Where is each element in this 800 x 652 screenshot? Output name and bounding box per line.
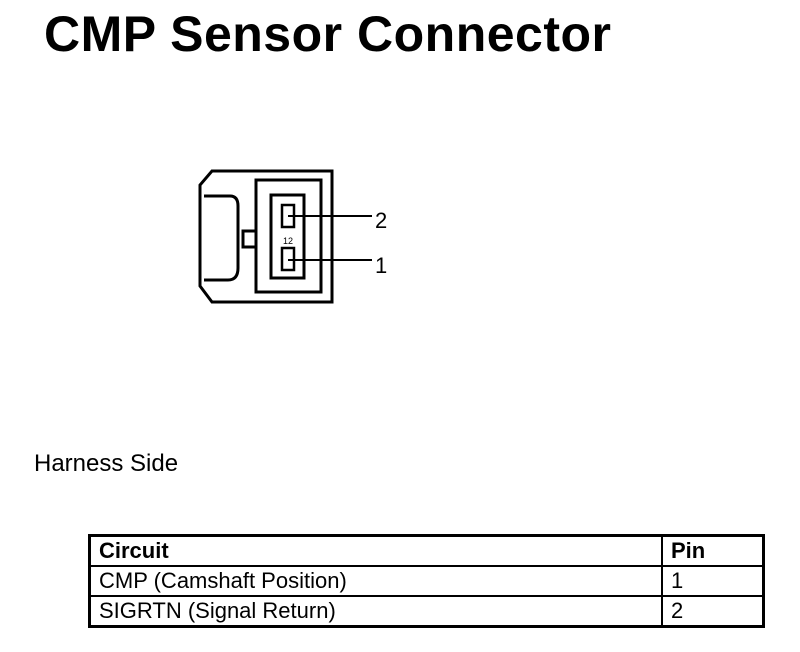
pin-1-label: 1 xyxy=(375,253,387,278)
pin-cell: 1 xyxy=(661,565,765,597)
circuit-cell: CMP (Camshaft Position) xyxy=(88,565,663,597)
pin-cell: 2 xyxy=(661,595,765,628)
circuit-cell: SIGRTN (Signal Return) xyxy=(88,595,663,628)
connector-key xyxy=(241,229,258,249)
table-header-row: Circuit Pin xyxy=(88,534,765,567)
pinout-table: Circuit Pin CMP (Camshaft Position) 1 SI… xyxy=(88,534,765,628)
column-header-circuit: Circuit xyxy=(88,534,663,567)
connector-latch xyxy=(204,194,240,282)
pin-cavity-block xyxy=(269,193,306,280)
connector-housing xyxy=(198,169,334,304)
harness-side-caption: Harness Side xyxy=(34,450,179,477)
pin-2-label: 2 xyxy=(375,208,387,233)
table-row: CMP (Camshaft Position) 1 xyxy=(88,565,765,597)
column-header-pin: Pin xyxy=(661,534,765,567)
pin-number-marking: 12 xyxy=(283,236,293,246)
table-row: SIGRTN (Signal Return) 2 xyxy=(88,595,765,628)
page-title: CMP Sensor Connector xyxy=(44,6,612,62)
